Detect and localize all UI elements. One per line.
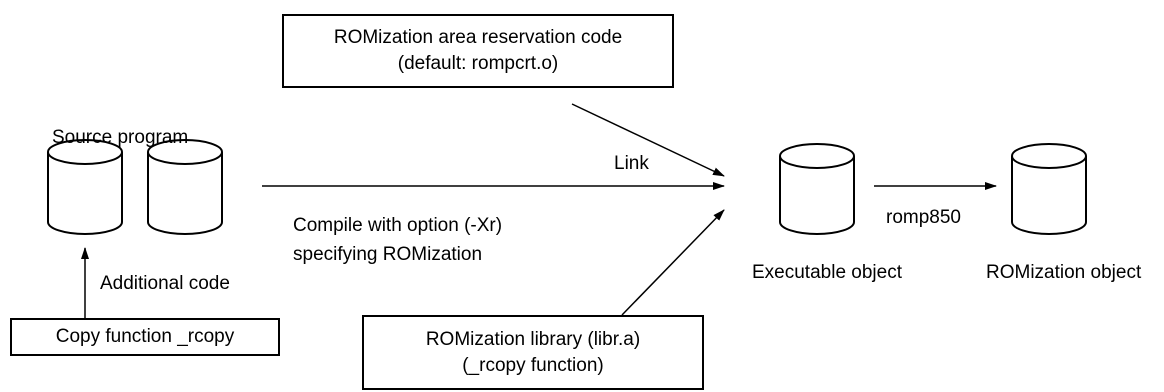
source-cylinder-2	[147, 139, 223, 235]
additional-code-label: Additional code	[100, 273, 230, 294]
romp850-label: romp850	[886, 207, 961, 228]
library-line2: (_rcopy function)	[462, 354, 604, 376]
copy-function-label: Copy function _rcopy	[55, 326, 235, 347]
executable-cylinder	[779, 143, 855, 235]
romization-cylinder	[1011, 143, 1087, 235]
reservation-code-line2: (default: rompcrt.o)	[397, 53, 559, 74]
copy-function-box: Copy function _rcopy	[10, 318, 280, 356]
source-cylinder-1	[47, 139, 123, 235]
library-line1: ROMization library (libr.a)	[425, 328, 641, 350]
executable-object-label: Executable object	[752, 262, 902, 283]
romization-object-label: ROMization object	[986, 262, 1142, 283]
source-program-label: Source program	[52, 127, 189, 148]
reservation-code-box: ROMization area reservation code (defaul…	[282, 14, 674, 88]
library-box: ROMization library (libr.a) (_rcopy func…	[362, 315, 704, 390]
library-arrow	[621, 209, 725, 316]
link-label: Link	[614, 153, 649, 174]
reservation-arrow	[571, 103, 725, 177]
compile-option-label-line2: specifying ROMization	[293, 244, 483, 265]
reservation-code-line1: ROMization area reservation code	[333, 27, 623, 48]
compile-option-label-line1: Compile with option (-Xr)	[293, 215, 503, 236]
